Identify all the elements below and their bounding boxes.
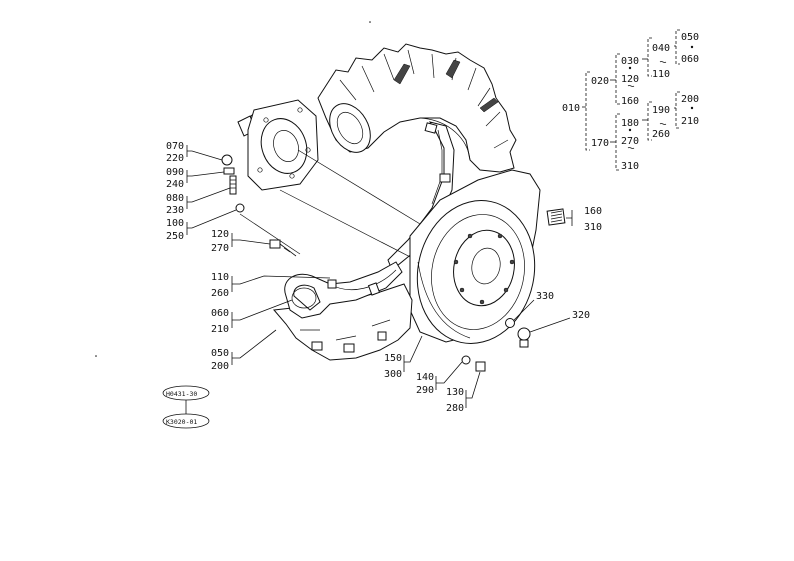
- tree-200: 200: [681, 94, 699, 105]
- label-160: 160: [584, 206, 602, 217]
- tree-030: 030: [621, 56, 639, 67]
- tree-120: 120: [621, 74, 639, 85]
- leader-lines: [185, 145, 573, 414]
- label-100: 100: [166, 218, 184, 229]
- label-250: 250: [166, 231, 184, 242]
- label-240: 240: [166, 179, 184, 190]
- tire-tread: [317, 43, 517, 173]
- tree-040: 040: [652, 43, 670, 54]
- tree-190: 190: [652, 105, 670, 116]
- ref-bottom: K3020-01: [166, 418, 197, 426]
- label-260: 260: [211, 288, 229, 299]
- label-300: 300: [384, 369, 402, 380]
- tree-brackets: [582, 29, 694, 171]
- callout-labels: 070 220 090 240 080 230 100 250 120 270 …: [166, 141, 602, 414]
- small-parts: [95, 21, 566, 372]
- label-310: 310: [584, 222, 602, 233]
- label-070: 070: [166, 141, 184, 152]
- label-060: 060: [211, 308, 229, 319]
- label-270: 270: [211, 243, 229, 254]
- label-210: 210: [211, 324, 229, 335]
- tree-260: 260: [652, 129, 670, 140]
- label-220: 220: [166, 153, 184, 164]
- label-090: 090: [166, 167, 184, 178]
- label-330: 330: [536, 291, 554, 302]
- label-140: 140: [416, 372, 434, 383]
- tree-110: 110: [652, 69, 670, 80]
- tree-010: 010: [562, 103, 580, 114]
- label-280: 280: [446, 403, 464, 414]
- tree-020: 020: [591, 76, 609, 87]
- label-120: 120: [211, 229, 229, 240]
- label-080: 080: [166, 193, 184, 204]
- label-200: 200: [211, 361, 229, 372]
- label-050: 050: [211, 348, 229, 359]
- tree-060: 060: [681, 54, 699, 65]
- label-230: 230: [166, 205, 184, 216]
- tree-170: 170: [591, 138, 609, 149]
- brake-shoe: [284, 261, 403, 319]
- tree-180: 180: [621, 118, 639, 129]
- axle-flange: [237, 99, 431, 263]
- tree-160: 160: [621, 96, 639, 107]
- tree-270: 270: [621, 136, 639, 147]
- label-150: 150: [384, 353, 402, 364]
- ref-top: H0431-30: [166, 390, 197, 398]
- tree-050: 050: [681, 32, 699, 43]
- label-290: 290: [416, 385, 434, 396]
- tree-310: 310: [621, 161, 639, 172]
- label-110: 110: [211, 272, 229, 283]
- reference-codes: H0431-30 K3020-01: [162, 385, 210, 429]
- tree-210: 210: [681, 116, 699, 127]
- parts-tree: 010 020 030 120 160 040 110 050 060 170 …: [562, 32, 699, 172]
- wheel-drum: [409, 169, 541, 344]
- label-320: 320: [572, 310, 590, 321]
- label-130: 130: [446, 387, 464, 398]
